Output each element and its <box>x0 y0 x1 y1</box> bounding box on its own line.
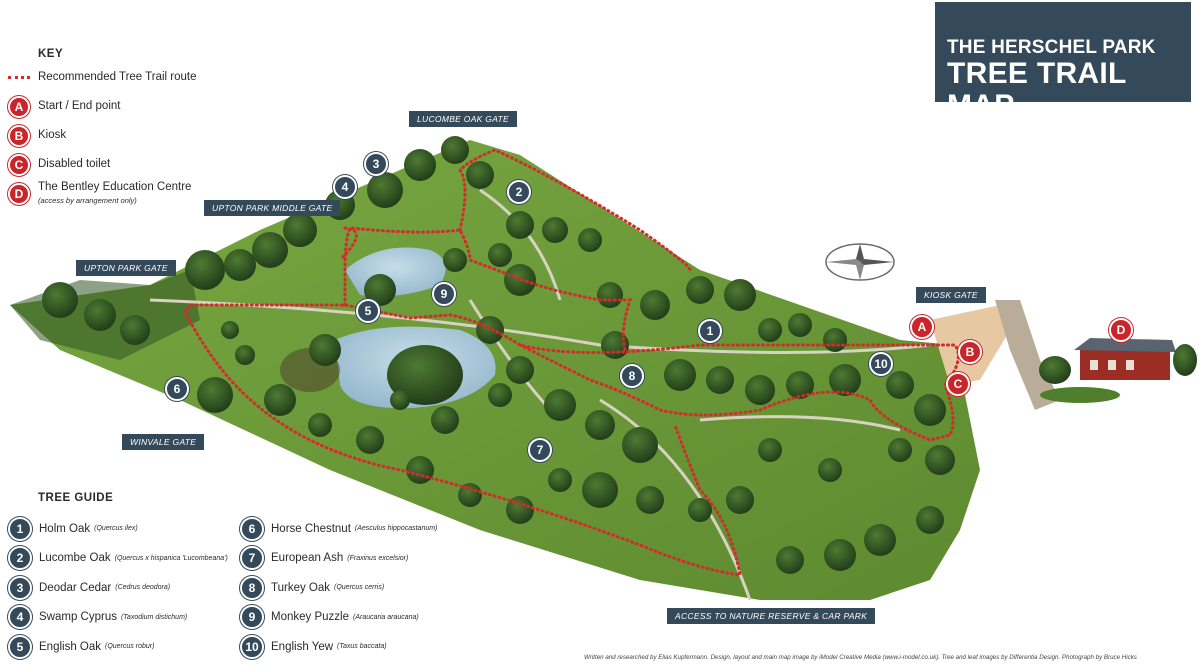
tree-name: Turkey Oak <box>271 581 331 594</box>
map-marker-4[interactable]: 4 <box>333 175 357 199</box>
tree-name: English Oak <box>39 640 102 653</box>
tree-guide-heading: TREE GUIDE <box>38 492 114 504</box>
tree-name: Monkey Puzzle <box>271 611 349 624</box>
key-point-label: Disabled toilet <box>38 158 111 170</box>
tree-latin-name: (Quercus cerris) <box>334 584 385 592</box>
tree-name: Holm Oak <box>39 522 91 535</box>
key-point-label: Start / End point <box>38 100 121 112</box>
tree-name: Swamp Cyprus <box>39 611 117 624</box>
gate-label-nature-reserve: ACCESS TO NATURE RESERVE & CAR PARK <box>667 608 876 624</box>
tree-latin-name: (Taxodium distichum) <box>120 613 188 621</box>
tree-guide-item: 5 English Oak (Quercus robur) <box>8 632 240 662</box>
tree-guide-item: 1 Holm Oak (Quercus ilex) <box>8 514 240 544</box>
number-badge-icon: 4 <box>8 605 32 630</box>
map-marker-3[interactable]: 3 <box>364 152 388 176</box>
map-pin-c[interactable]: C <box>946 372 970 396</box>
tree-latin-name: (Taxus baccata) <box>337 643 387 651</box>
key-route-row: Recommended Tree Trail route <box>8 63 248 92</box>
tree-latin-name: (Quercus robur) <box>105 643 155 651</box>
number-badge-icon: 3 <box>8 575 32 600</box>
number-badge-icon: 5 <box>8 634 32 659</box>
pin-c-icon: C <box>8 153 30 176</box>
key-point-c: C Disabled toilet <box>8 150 248 179</box>
pin-b-icon: B <box>8 124 30 147</box>
tree-guide-item: 10 English Yew (Taxus baccata) <box>240 632 472 662</box>
key-heading: KEY <box>38 48 64 60</box>
tree-name: Lucombe Oak <box>39 552 111 565</box>
education-centre-building <box>1074 338 1176 380</box>
gate-label-kiosk: KIOSK GATE <box>916 287 986 303</box>
tree-latin-name: (Araucaria araucana) <box>352 613 419 621</box>
number-badge-icon: 8 <box>240 575 264 600</box>
route-dotted-line-icon <box>8 76 30 79</box>
tree-latin-name: (Cedrus deodora) <box>115 584 171 592</box>
number-badge-icon: 9 <box>240 605 264 630</box>
tree-guide-item: 9 Monkey Puzzle (Araucaria araucana) <box>240 603 472 633</box>
key-point-b: B Kiosk <box>8 121 248 150</box>
tree-latin-name: (Quercus x hispanica 'Lucombeana') <box>114 554 228 562</box>
title-line-1: THE HERSCHEL PARK <box>947 37 1156 58</box>
tree-guide-item: 3 Deodar Cedar (Cedrus deodora) <box>8 573 240 603</box>
gate-label-upton-park: UPTON PARK GATE <box>76 260 176 276</box>
key-route-label: Recommended Tree Trail route <box>38 71 197 83</box>
tree-guide-column-right: 6 Horse Chestnut (Aesculus hippocastanum… <box>240 514 472 662</box>
pin-a-icon: A <box>8 95 30 118</box>
tree-guide-column-left: 1 Holm Oak (Quercus ilex) 2 Lucombe Oak … <box>8 514 240 662</box>
map-marker-7[interactable]: 7 <box>528 438 552 462</box>
tree-name: Deodar Cedar <box>39 581 112 594</box>
credits-text: Written and researched by Elias Kupferma… <box>584 654 1137 661</box>
key-point-d-label: The Bentley Education Centre <box>38 180 192 193</box>
number-badge-icon: 1 <box>8 516 32 541</box>
map-marker-6[interactable]: 6 <box>165 377 189 401</box>
map-key: KEY Recommended Tree Trail route A Start… <box>8 48 248 208</box>
map-marker-2[interactable]: 2 <box>507 180 531 204</box>
map-marker-1[interactable]: 1 <box>698 319 722 343</box>
title-line-2: TREE TRAIL MAP <box>947 57 1127 122</box>
tree-name: Horse Chestnut <box>271 522 351 535</box>
tree-latin-name: (Aesculus hippocastanum) <box>354 525 438 533</box>
gate-label-winvale: WINVALE GATE <box>122 434 205 450</box>
map-pin-b[interactable]: B <box>958 340 982 364</box>
tree-guide: TREE GUIDE 1 Holm Oak (Quercus ilex) 2 L… <box>8 492 472 662</box>
tree-guide-columns: 1 Holm Oak (Quercus ilex) 2 Lucombe Oak … <box>8 514 472 662</box>
compass-rose-icon <box>825 243 895 281</box>
number-badge-icon: 7 <box>240 546 264 571</box>
tree-latin-name: (Quercus ilex) <box>94 525 138 533</box>
map-marker-5[interactable]: 5 <box>356 299 380 323</box>
map-pin-a[interactable]: A <box>910 315 934 339</box>
number-badge-icon: 2 <box>8 546 32 571</box>
tree-latin-name: (Fraxinus excelsior) <box>347 554 409 562</box>
key-point-a: A Start / End point <box>8 92 248 121</box>
title-panel: THE HERSCHEL PARK TREE TRAIL MAP <box>935 2 1191 122</box>
tree-guide-item: 7 European Ash (Fraxinus excelsior) <box>240 544 472 574</box>
key-point-label: The Bentley Education Centre (access by … <box>38 181 191 207</box>
pin-d-icon: D <box>8 182 30 205</box>
key-point-d: D The Bentley Education Centre (access b… <box>8 179 248 208</box>
key-point-label: Kiosk <box>38 129 67 141</box>
gate-label-upton-park-middle: UPTON PARK MIDDLE GATE <box>204 200 341 216</box>
map-marker-10[interactable]: 10 <box>869 352 893 376</box>
tree-name: European Ash <box>271 552 344 565</box>
tree-name: English Yew <box>271 640 334 653</box>
number-badge-icon: 6 <box>240 516 264 541</box>
tree-guide-item: 8 Turkey Oak (Quercus cerris) <box>240 573 472 603</box>
access-road <box>995 300 1060 410</box>
map-marker-9[interactable]: 9 <box>432 282 456 306</box>
tree-guide-item: 2 Lucombe Oak (Quercus x hispanica 'Luco… <box>8 544 240 574</box>
number-badge-icon: 10 <box>240 634 264 659</box>
tree-guide-item: 6 Horse Chestnut (Aesculus hippocastanum… <box>240 514 472 544</box>
map-pin-d[interactable]: D <box>1109 318 1133 342</box>
key-point-d-note: (access by arrangement only) <box>38 195 137 205</box>
gate-label-lucombe-oak: LUCOMBE OAK GATE <box>409 111 518 127</box>
map-marker-8[interactable]: 8 <box>620 364 644 388</box>
tree-guide-item: 4 Swamp Cyprus (Taxodium distichum) <box>8 603 240 633</box>
